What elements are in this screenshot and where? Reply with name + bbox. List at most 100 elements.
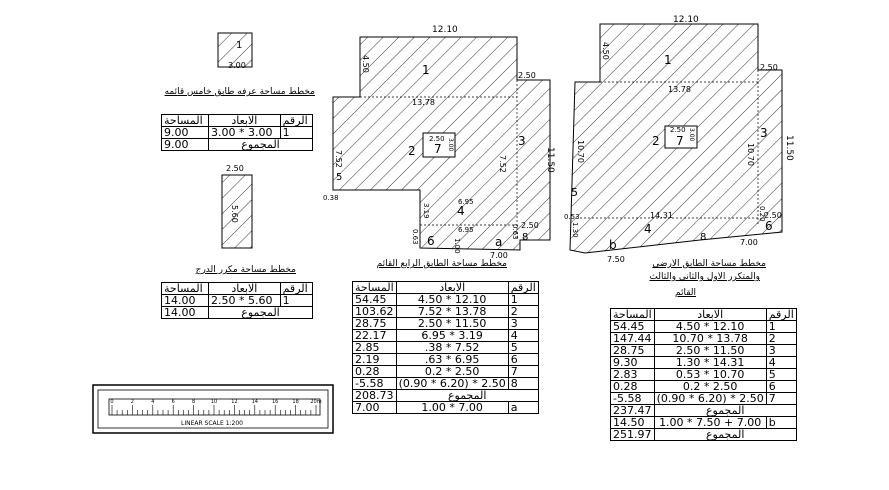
gf-left-low-label: 1.30 [571,222,579,238]
dims-cell: (0.90 * 6.20) * 2.50 [653,392,767,405]
ground-floor-title-3: القائم [674,288,696,298]
ff-left-top-label: 4.50 [361,55,370,73]
dims-cell: (0.90 * 6.20) * 2.50 [395,377,509,390]
gf-bottom-left-label: 7.50 [607,255,625,264]
area-cell: 28.75 [352,317,397,330]
no-cell: 7 [765,392,797,405]
area-cell: 14.50 [610,416,655,429]
no-cell: 1 [279,294,314,307]
area-cell: 9.30 [610,356,655,369]
col-dims-header: الابعاد [653,308,767,321]
fourth-floor-plan: 12.10 4.50 2.50 13.78 11.50 7.52 7.52 2.… [323,25,555,260]
dims-cell: 1.30 * 14.31 [653,356,767,369]
dims-cell: 0.53 * 10.70 [653,368,767,381]
no-cell: 3 [507,317,539,330]
no-cell: 5 [507,341,539,354]
total-label: المجموع [208,138,313,151]
ff-left-mid-label: 7.52 [334,150,343,168]
area-cell: 0.28 [352,365,397,378]
gf-zone-5: 5 [571,186,578,199]
ff-zone-8: 8 [522,232,528,243]
no-cell: 6 [765,380,797,393]
area-cell: 54.45 [610,320,655,333]
no-cell: 6 [507,353,539,366]
gf-zone-7: 7 [676,134,684,148]
dims-cell: 6.95 * 3.19 [395,329,509,342]
area-cell: 103.62 [352,305,397,318]
gf-right-small-label: 0.20 [758,206,766,222]
col-no-header: الرقم [279,282,314,295]
dims-cell: 3.00 * 3.00 [208,126,281,139]
ff-top-label: 12.10 [432,25,458,35]
ff-notch-h-label: 3.19 [422,203,430,219]
ground-floor-title-2: والمتكرر الاول والثاني والثالث [649,272,760,282]
ff-notch-w-label: 6.95 [458,198,474,206]
area-cell: 2.19 [352,353,397,366]
area-cell: 14.00 [161,294,209,307]
room-plan: 1 3.00 [217,32,253,70]
no-cell: 1 [765,320,797,333]
ground-floor-title-1: مخطط مساحة الطابق الارضي [652,259,766,269]
scale-tick-label: 14 [252,399,258,405]
col-no-header: الرقم [279,114,314,127]
dims-cell: 2.50 * 11.50 [653,344,767,357]
gf-left-top-label: 4.50 [601,42,610,60]
gf-zone-2: 2 [652,134,660,148]
dims-cell: .63 * 6.95 [395,353,509,366]
area-cell: 28.75 [610,344,655,357]
gf-zone-4: 4 [644,222,652,236]
dims-cell: 4.50 * 12.10 [653,320,767,333]
ff-zone-5: 5 [336,172,342,183]
scale-tick-label: 20m [310,399,321,405]
ff-right-step-label: 2.50 [518,71,536,80]
gf-bottom-step-label: 2.50 [764,211,782,220]
gf-inner-width-label: 13.78 [668,85,691,94]
col-dims-header: الابعاد [208,114,281,127]
scale-tick-label: 0 [110,399,113,405]
gf-right-label: 11.50 [784,135,794,161]
stair-plan: 2.50 5.60 [221,164,253,249]
area-cell: 2.83 [610,368,655,381]
scale-tick-label: 6 [172,399,175,405]
gf-small-h-label: 3.00 [688,128,695,142]
gf-inner-right-label: 10.70 [746,143,755,166]
ff-zone-4: 4 [457,204,465,218]
ff-zone-a: a [495,235,502,249]
scale-caption: LINEAR SCALE 1:200 [181,420,243,427]
no-cell: 4 [507,329,539,342]
ff-bottom-label: 7.00 [490,251,508,260]
ff-zone-2: 2 [408,144,416,158]
col-dims-header: الابعاد [395,281,509,294]
no-cell: 2 [765,332,797,345]
total-value: 208.73 [352,389,397,402]
ff-zone-3: 3 [518,134,526,148]
ground-floor-plan: 12.10 4.50 2.50 13.78 11.50 10.70 10.70 … [564,15,794,264]
total-row: 14.00 المجموع [161,306,313,319]
no-cell: 5 [765,368,797,381]
no-cell: 4 [765,356,797,369]
ff-right-small-label: 0.63 [511,224,519,240]
area-cell: -5.58 [610,392,655,405]
room-size-label: 3.00 [228,61,246,70]
col-area-header: المساحة [610,308,655,321]
table-row: 14.00 2.50 * 5.60 1 [161,294,314,307]
stair-title: مخطط مساحة مكرر الدرج [195,265,296,275]
no-cell: 3 [765,344,797,357]
dims-cell: 4.50 * 12.10 [395,293,509,306]
area-cell: 54.45 [352,293,397,306]
ff-zone-1: 1 [422,63,430,77]
total-label: المجموع [653,404,797,417]
